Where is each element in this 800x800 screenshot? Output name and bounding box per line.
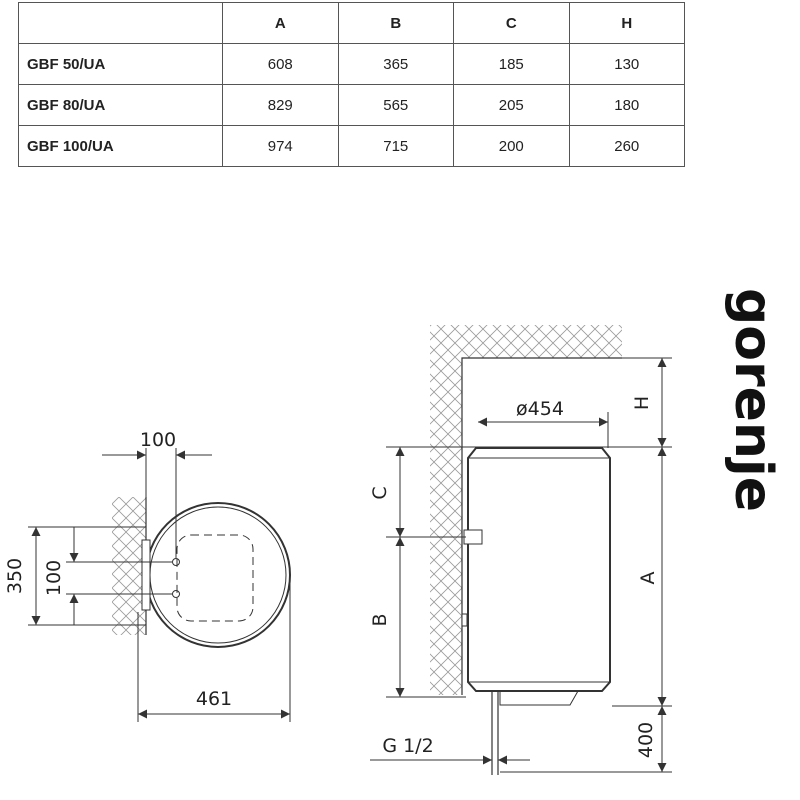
dimensions-table: A B C H GBF 50/UA 608 365 185 130 GBF 80… xyxy=(18,2,685,167)
bottom-cover xyxy=(499,690,579,706)
table-cell: 565 xyxy=(337,84,454,126)
pipe-connection xyxy=(172,590,180,598)
table-cell: 260 xyxy=(568,125,685,167)
dim-label-diameter: ø454 xyxy=(516,398,564,420)
tank-outer-circle xyxy=(145,502,291,648)
brand-logo-text: gorenje xyxy=(723,288,780,512)
table-cell: 608 xyxy=(222,43,339,85)
table-cell: 200 xyxy=(453,125,570,167)
pipe-connection xyxy=(172,558,180,566)
table-row: GBF 80/UA 829 565 205 180 xyxy=(18,84,685,126)
tank-inner-circle xyxy=(149,506,287,644)
dim-label-pipe-spacing: 100 xyxy=(140,429,176,451)
table-row: GBF 50/UA 608 365 185 130 xyxy=(18,43,685,85)
table-header-cell: H xyxy=(568,2,685,44)
dim-label-thread: G 1/2 xyxy=(382,735,433,757)
table-header-cell: B xyxy=(337,2,454,44)
model-cell: GBF 50/UA xyxy=(18,43,223,85)
table-cell: 715 xyxy=(337,125,454,167)
table-cell: 180 xyxy=(568,84,685,126)
wall-hatch-top xyxy=(112,497,146,635)
brand-logo: gorenje xyxy=(723,288,780,512)
top-view xyxy=(28,448,291,722)
mounting-bracket xyxy=(463,529,483,545)
dim-label-depth: 461 xyxy=(196,688,232,710)
dim-label-H: H xyxy=(631,396,653,410)
dim-label-pipe-vertical: 100 xyxy=(43,560,65,596)
table-cell: 365 xyxy=(337,43,454,85)
dim-label-bracket-height: 350 xyxy=(4,558,26,594)
tank-body xyxy=(467,447,611,692)
dim-label-C: C xyxy=(369,486,391,499)
table-cell: 205 xyxy=(453,84,570,126)
wall-hatch-side xyxy=(430,325,622,695)
dim-label-floor: 400 xyxy=(635,722,657,758)
table-header-cell: C xyxy=(453,2,570,44)
table-cell: 974 xyxy=(222,125,339,167)
side-view xyxy=(370,325,672,775)
heater-flange xyxy=(176,534,254,622)
model-cell: GBF 80/UA xyxy=(18,84,223,126)
wall-bracket xyxy=(141,539,151,611)
dim-label-B: B xyxy=(369,613,391,626)
table-cell: 185 xyxy=(453,43,570,85)
dim-label-A: A xyxy=(637,572,659,585)
table-row: GBF 100/UA 974 715 200 260 xyxy=(18,125,685,167)
wall-outline xyxy=(461,357,622,695)
model-cell: GBF 100/UA xyxy=(18,125,223,167)
side-clip xyxy=(461,613,468,627)
